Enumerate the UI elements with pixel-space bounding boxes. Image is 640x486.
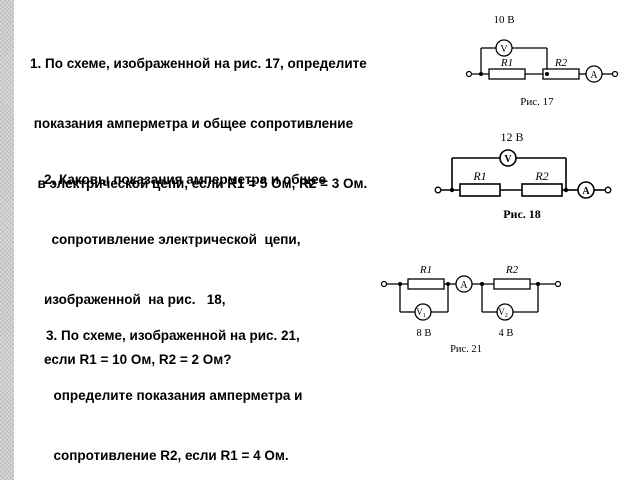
fig17-voltage-label: 10 В [493,14,514,26]
fig21-r2-label: R2 [505,264,519,276]
task-2-line-3: изображенной на рис. 18, [44,292,226,307]
task-3-line-1: 3. По схеме, изображенной на рис. 21, [46,328,300,343]
circuit-diagram-17: 10 В V R1 R2 A Рис. 17 [465,14,619,108]
task-1-line-3: в электрической цепи, если R1 = 5 Ом, R2… [30,176,368,191]
task-2-text: 2. Каковы показания амперметра и общее с… [44,130,326,390]
fig21-voltmeter1-symbol: V [416,307,423,317]
task-3-line-3: сопротивление R2, если R1 = 4 Ом. [46,448,289,463]
task-3-line-2: определите показания амперметра и [46,388,303,403]
fig21-voltmeter2-label: V2 [498,307,508,319]
task-1-line-2: показания амперметра и общее сопротивлен… [30,116,354,131]
fig21-r1-label: R1 [419,264,432,276]
fig17-r2-label: R2 [554,57,568,69]
fig21-v2-reading: 4 В [499,328,514,339]
fig18-voltmeter-label: V [504,154,512,165]
fig21-caption: Рис. 21 [450,344,482,355]
fig18-r2-label: R2 [534,169,548,183]
fig18-ammeter-label: A [582,186,590,197]
fig21-voltmeter1-label: V1 [416,307,426,319]
circuit-figure-21: R1 R2 A V1 V2 8 В 4 В Рис. 21 [378,258,568,370]
fig18-r1-label: R1 [472,169,486,183]
task-3-text: 3. По схеме, изображенной на рис. 21, оп… [46,286,302,486]
fig18-caption: Рис. 18 [503,207,541,221]
fig21-ammeter-label: A [460,280,468,291]
fig21-v1-reading: 8 В [417,328,432,339]
fig17-ammeter-label: A [590,70,598,81]
fig18-voltage-label: 12 В [500,130,523,144]
fig17-r1-label: R1 [500,57,513,69]
task-2-line-4: если R1 = 10 Ом, R2 = 2 Ом? [44,352,232,367]
circuit-diagram-21: R1 R2 A V1 V2 8 В 4 В Рис. 21 [380,264,562,355]
task-2-line-1: 2. Каковы показания амперметра и общее [44,172,326,187]
fig21-voltmeter1-subscript: 1 [423,313,426,319]
circuit-figure-18: 12 В V R1 R2 A Рис. 18 [430,128,630,238]
fig21-voltmeter2-subscript: 2 [505,313,508,319]
fig17-caption: Рис. 17 [520,96,554,108]
task-2-line-2: сопротивление электрической цепи, [44,232,301,247]
task-1-line-1: 1. По схеме, изображенной на рис. 17, оп… [30,56,367,71]
fig21-voltmeter2-symbol: V [498,307,505,317]
fig17-voltmeter-label: V [500,44,508,55]
circuit-diagram-18: 12 В V R1 R2 A Рис. 18 [434,130,612,221]
task-1-text: 1. По схеме, изображенной на рис. 17, оп… [30,14,367,214]
decorative-side-strip [0,0,14,480]
circuit-figure-17: 10 В V R1 R2 A Рис. 17 [455,8,625,108]
